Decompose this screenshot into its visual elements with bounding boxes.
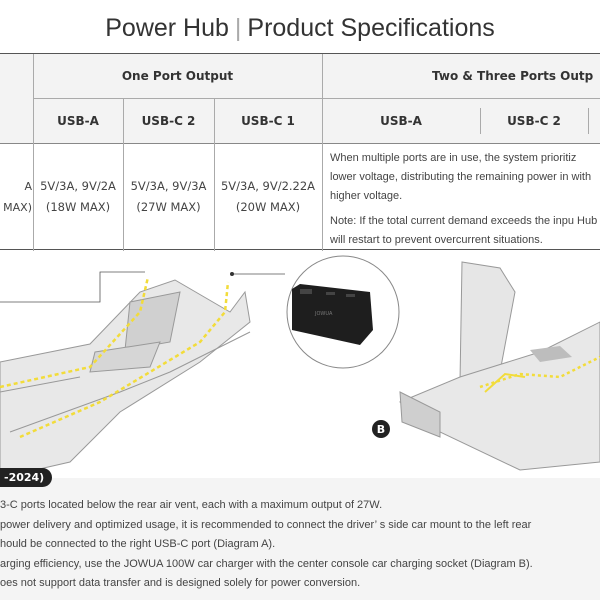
col-multi-usb-c1: [588, 98, 600, 143]
col-usb-c2: USB-C 2: [123, 98, 214, 143]
note-line: oes not support data transfer and is des…: [0, 577, 361, 589]
title-product: Power Hub: [105, 14, 229, 42]
col-usb-c1: USB-C 1: [214, 98, 322, 143]
diagram-b-console: B: [372, 261, 600, 471]
spec-text: 5V/3A, 9V/3A: [130, 179, 207, 193]
diagram-illustration: JOWUA B: [0, 255, 600, 479]
input-header-cell: [0, 54, 33, 143]
max-text: (20W MAX): [235, 200, 301, 214]
divider: [588, 108, 589, 134]
input-value: A MAX): [0, 143, 32, 251]
col-multi-usb-c2: USB-C 2: [480, 98, 588, 143]
value-usb-c1: 5V/3A, 9V/2.22A (20W MAX): [214, 143, 322, 251]
note-line: lower voltage, distributing the remainin…: [330, 171, 569, 183]
page-title: Power Hub|Product Specifications: [0, 14, 600, 43]
title-separator: |: [234, 14, 242, 42]
input-max: MAX): [3, 201, 32, 214]
value-usb-c2: 5V/3A, 9V/3A (27W MAX): [123, 143, 214, 251]
note-line: Hub will restart to prevent overcurrent …: [330, 215, 598, 246]
multi-port-note: When multiple ports are in use, the syst…: [330, 149, 598, 256]
multi-port-header: Two & Three Ports Outp: [322, 54, 600, 98]
divider: [33, 54, 34, 251]
divider: [33, 98, 600, 99]
model-year-badge: -2024): [0, 468, 53, 487]
diagram-b-marker: [372, 420, 390, 438]
divider: [322, 54, 323, 251]
note-line: When multiple ports are in use, the syst…: [330, 152, 577, 164]
divider: [480, 108, 481, 134]
divider: [123, 98, 124, 251]
spec-table: One Port Output Two & Three Ports Outp U…: [0, 53, 600, 251]
col-usb-a: USB-A: [33, 98, 123, 143]
diagram-a-console: [0, 271, 285, 479]
diagram-b-label: B: [377, 423, 385, 436]
note-line: arging efficiency, use the JOWUA 100W ca…: [0, 557, 533, 570]
value-usb-a: 5V/3A, 9V/2A (18W MAX): [33, 143, 123, 251]
hub-closeup: JOWUA: [286, 255, 400, 369]
note-line: hould be connected to the right USB-C po…: [0, 538, 276, 550]
col-multi-usb-a: USB-A: [322, 98, 480, 143]
note-line: Note: If the total current demand exceed…: [330, 215, 574, 227]
max-text: (18W MAX): [45, 200, 111, 214]
installation-diagrams: JOWUA B: [0, 252, 600, 479]
title-section: Product Specifications: [247, 14, 495, 42]
spec-text: 5V/3A, 9V/2A: [40, 179, 116, 193]
divider: [214, 98, 215, 251]
hub-brand-logo: JOWUA: [314, 311, 333, 317]
max-text: (27W MAX): [136, 200, 201, 214]
divider: [0, 143, 600, 144]
usage-notes: -2024) 3-C ports located below the rear …: [0, 468, 600, 600]
note-line: 3-C ports located below the rear air ven…: [0, 499, 383, 511]
one-port-header: One Port Output: [33, 54, 322, 98]
input-spec: A: [24, 180, 32, 193]
note-line: with higher voltage.: [330, 171, 592, 202]
note-line: power delivery and optimized usage, it i…: [0, 518, 532, 531]
spec-text: 5V/3A, 9V/2.22A: [220, 179, 316, 193]
